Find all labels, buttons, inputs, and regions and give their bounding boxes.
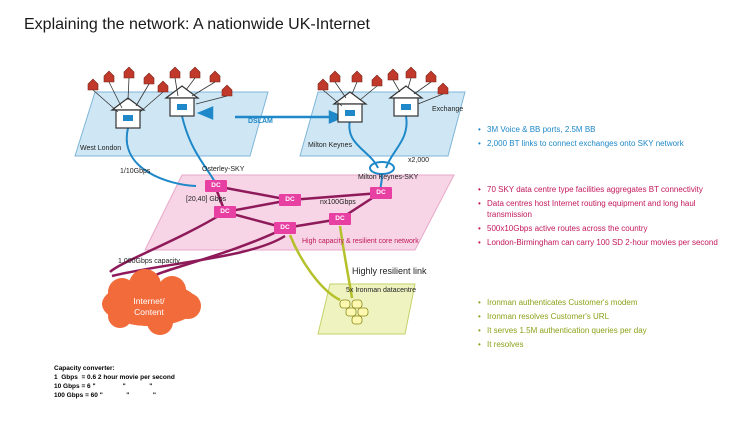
building-mk-2-icon [388, 85, 424, 117]
internet-cloud [102, 269, 201, 335]
milton-keynes-label: Milton Keynes [308, 142, 352, 149]
mk-sky-label: Milton Keynes-SKY [358, 174, 419, 181]
resilient-label: Highly resilient link [352, 266, 427, 276]
dslam-label: DSLAM [248, 118, 273, 125]
green-bullet-list: Ironman authenticates Customer's modem I… [478, 297, 718, 353]
range-label: [20,40] Gbps [186, 196, 227, 203]
list-item: 3M Voice & BB ports, 2.5M BB [478, 124, 718, 135]
dc-osterley: DC [205, 180, 227, 192]
core-label: High capacity & resilient core network [302, 238, 419, 245]
capacity-heading: Capacity converter: [54, 365, 115, 372]
list-item: 2,000 BT links to connect exchanges onto… [478, 138, 718, 149]
building-mk-1-icon [332, 91, 368, 123]
dc-milton-keynes: DC [370, 187, 392, 199]
list-item: London-Birmingham can carry 100 SD 2-hou… [478, 237, 723, 248]
dc-centre: DC [279, 194, 301, 206]
capacity-label: 1,000Gbps capacity [118, 258, 180, 265]
dslam-arrows [196, 106, 346, 124]
dc-east: DC [329, 213, 351, 225]
ironman-server-icons [339, 299, 369, 325]
home-connection-lines [92, 77, 444, 113]
list-item: Ironman resolves Customer's URL [478, 311, 718, 322]
nx100-label: nx100Gbps [320, 199, 356, 206]
list-item: 70 SKY data centre type facilities aggre… [478, 184, 723, 195]
list-item: It serves 1.5M authentication queries pe… [478, 325, 718, 336]
list-item: Ironman authenticates Customer's modem [478, 297, 718, 308]
capacity-line-2: 10 Gbps = 6 " " " [54, 383, 153, 390]
capacity-line-3: 100 Gbps = 60 " " " [54, 392, 156, 399]
page-title: Explaining the network: A nationwide UK-… [24, 16, 370, 33]
ironman-links [288, 225, 354, 302]
building-west-1-icon [110, 97, 146, 129]
list-item: 500x10Gbps active routes across the coun… [478, 223, 723, 234]
capacity-line-1: 1 Gbps = 0.6 2 hour movie per second [54, 374, 175, 381]
home-icons [87, 66, 449, 97]
dc-south: DC [274, 222, 296, 234]
cloud-label: Internet/ Content [133, 296, 165, 317]
blue-bullet-list: 3M Voice & BB ports, 2.5M BB 2,000 BT li… [478, 124, 718, 152]
dc-west: DC [214, 206, 236, 218]
uplink-label: 1/10Gbps [120, 168, 151, 175]
capacity-converter: Capacity converter: 1 Gbps = 0.6 2 hour … [54, 364, 175, 400]
building-west-2-icon [164, 85, 200, 117]
access-links [125, 115, 408, 193]
red-bullet-list: 70 SKY data centre type facilities aggre… [478, 184, 723, 251]
x2000-label: x2,000 [408, 157, 430, 164]
exchange-label: Exchange [432, 106, 464, 113]
osterley-label: Osterley-SKY [202, 166, 245, 173]
ironman-label: 5x Ironman datacentre [346, 287, 417, 294]
west-london-label: West London [80, 145, 122, 152]
list-item: Data centres host Internet routing equip… [478, 198, 723, 220]
list-item: It resolves [478, 339, 718, 350]
